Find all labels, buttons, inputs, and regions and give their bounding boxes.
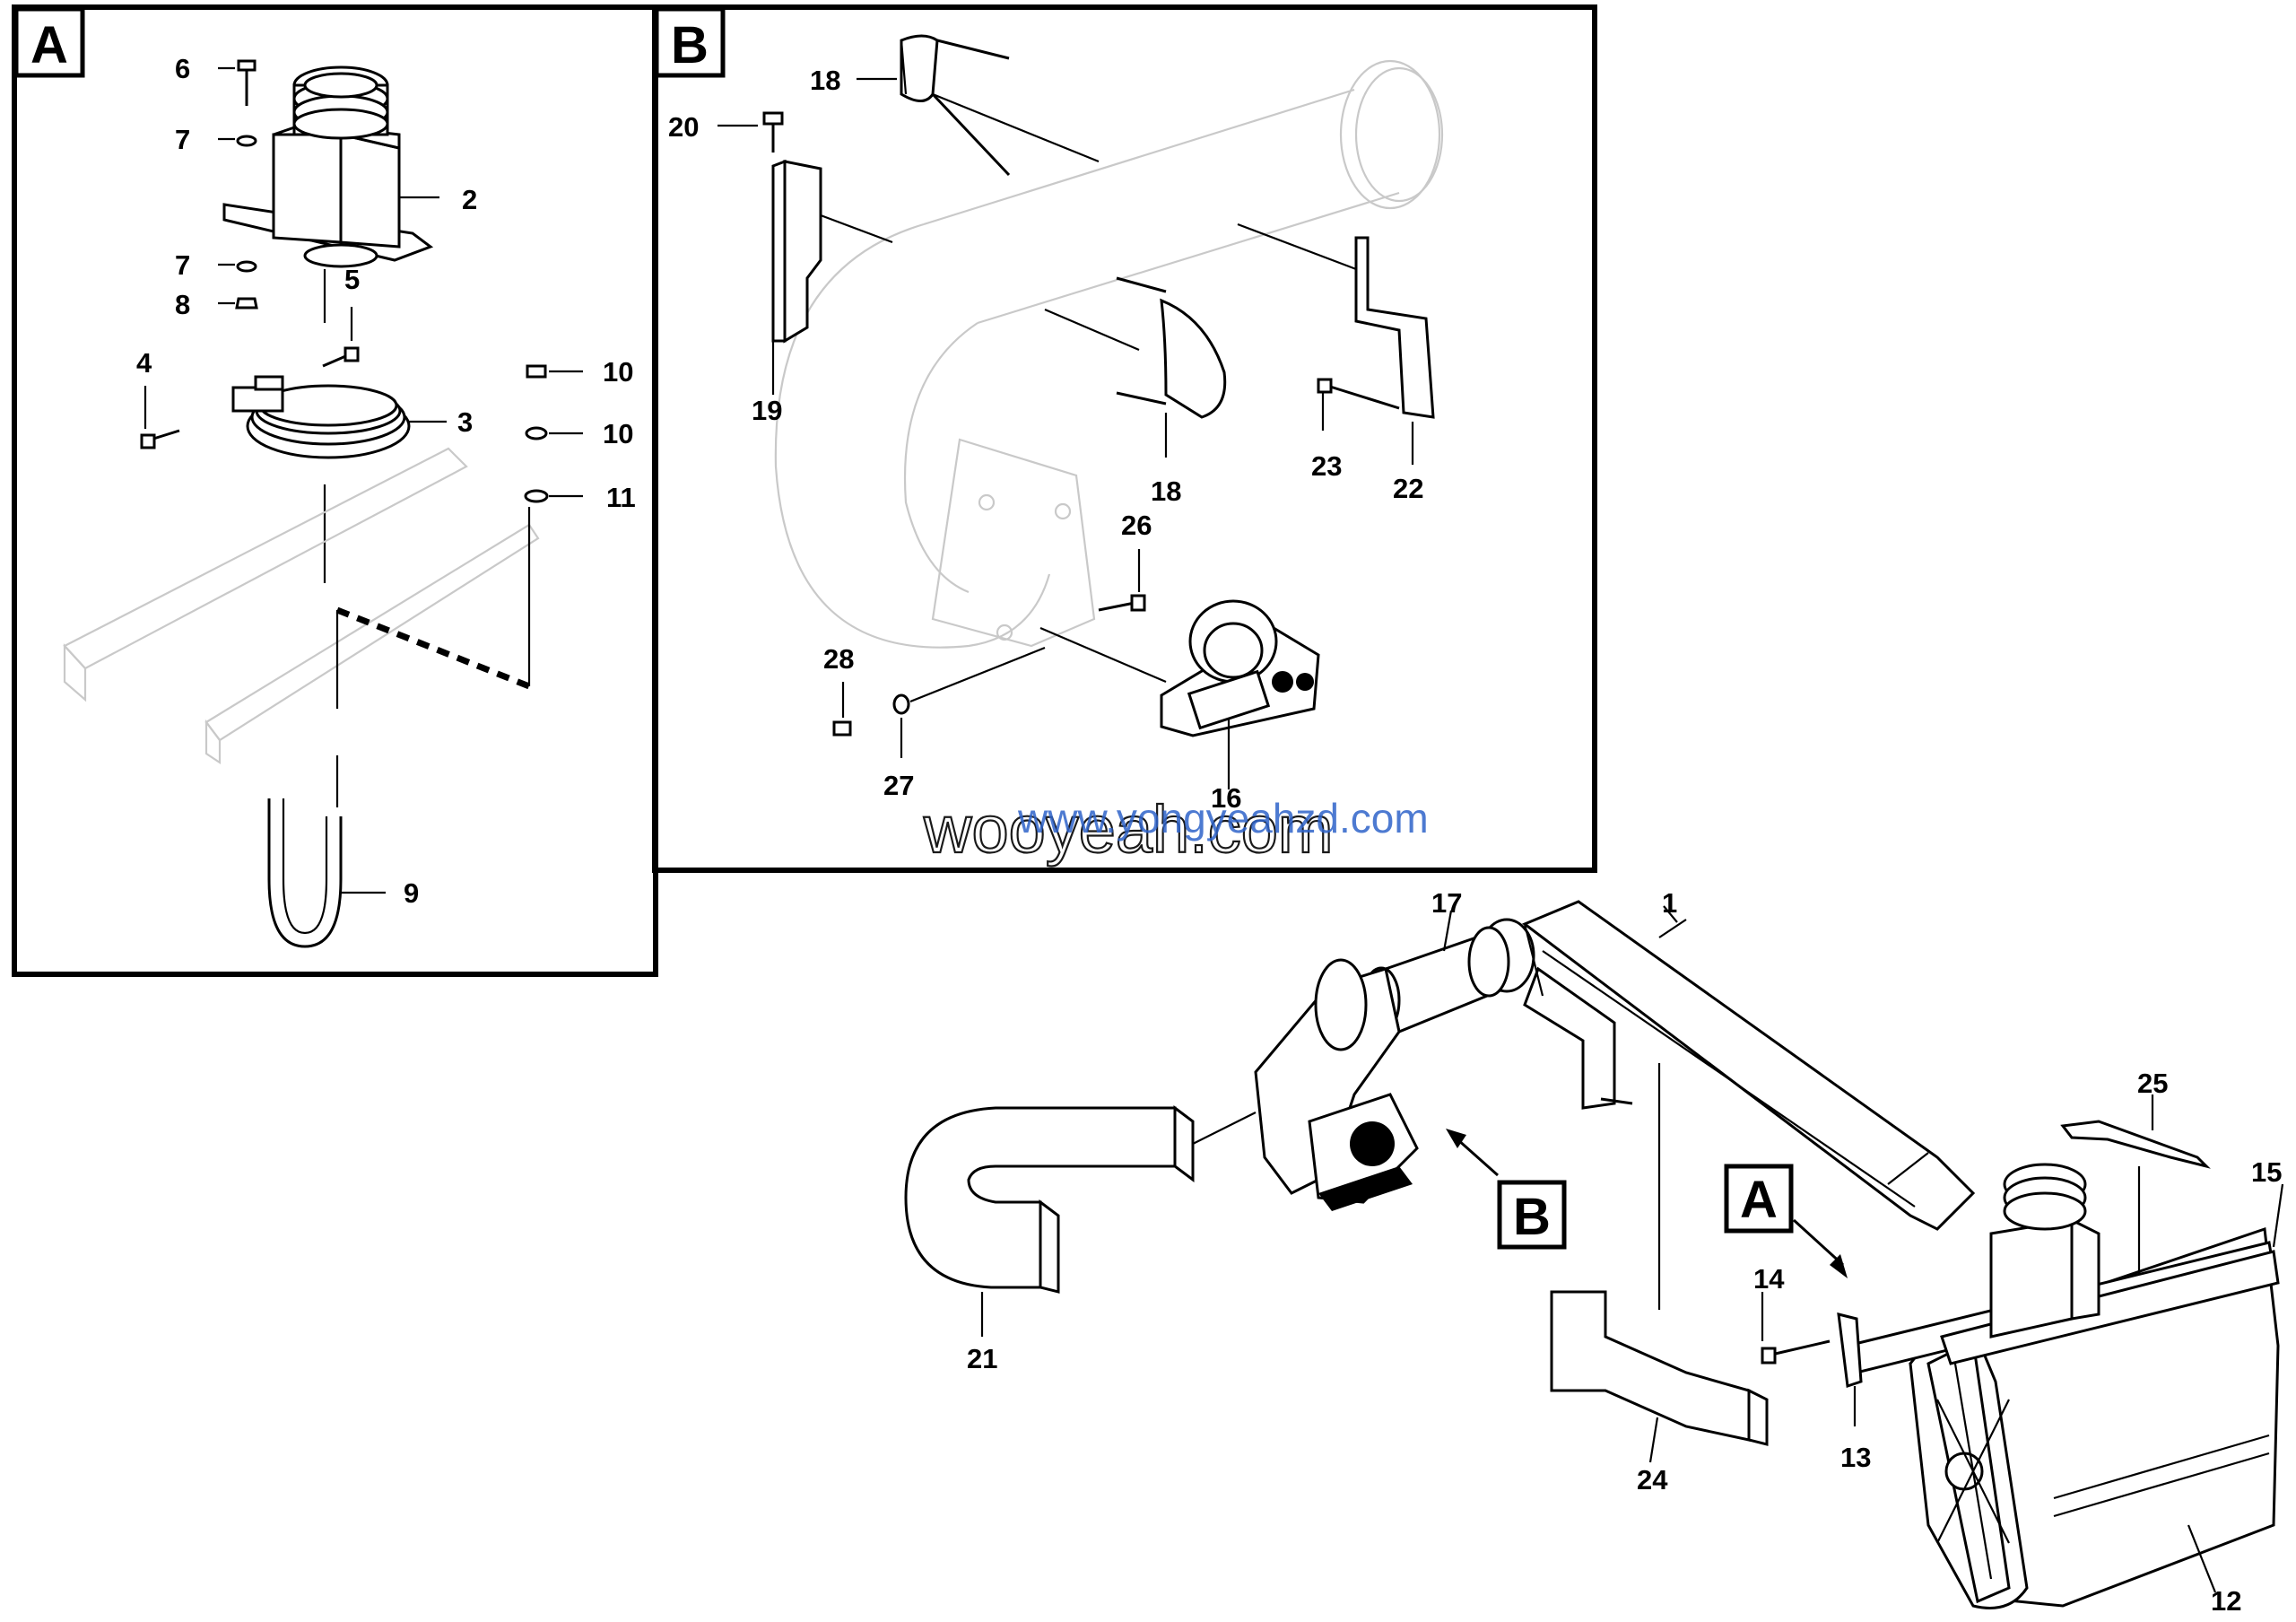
strap-18-lower [1044, 276, 1227, 458]
callout-3: 3 [457, 406, 473, 438]
washer-7a [236, 135, 257, 147]
callout-25: 25 [2137, 1068, 2168, 1099]
callout-27: 27 [883, 770, 914, 801]
nut-8 [218, 297, 258, 310]
callout-12: 12 [2211, 1585, 2241, 1617]
duct-21 [904, 1105, 1257, 1337]
view-ref-b: B [1446, 1129, 1567, 1250]
callout-7a: 7 [175, 124, 190, 155]
detail-panel-a: A [12, 4, 658, 977]
callout-9: 9 [404, 877, 419, 909]
callout-11: 11 [606, 482, 636, 513]
washer-7b [236, 260, 257, 273]
callout-15: 15 [2251, 1156, 2282, 1188]
view-ref-b-letter: B [1513, 1188, 1551, 1246]
bracket-13 [1837, 1312, 1863, 1426]
bracket-22 [1237, 222, 1435, 465]
callout-1: 1 [1662, 887, 1677, 919]
bracket-19 [771, 159, 893, 395]
callout-16: 16 [1211, 782, 1241, 814]
callout-5: 5 [344, 264, 360, 295]
callout-24: 24 [1637, 1464, 1668, 1496]
panel-a-letter: A [30, 16, 68, 74]
main-assembly-view: A B 17 1 25 15 14 21 13 24 12 [904, 887, 2284, 1617]
callout-2: 2 [462, 184, 477, 215]
tube-bracket [1523, 966, 1616, 1110]
inlet-box-assembly [1989, 1163, 2100, 1339]
nut-10a [526, 364, 583, 379]
callout-6: 6 [175, 53, 190, 84]
callout-7b: 7 [175, 249, 190, 281]
strap-25 [2060, 1094, 2211, 1274]
intake-tube-1 [1522, 900, 1976, 1231]
intake-pipe-ghost [774, 59, 1444, 649]
callout-19: 19 [752, 395, 782, 426]
callout-20: 20 [668, 111, 699, 143]
valve-actuator-16 [1039, 599, 1320, 789]
washer-27 [892, 646, 1046, 758]
detail-panel-b: B [652, 4, 1597, 873]
panel-b-letter: B [671, 16, 709, 74]
bolt-20 [718, 111, 784, 153]
watermark-url: www.yongyeahzd.com [1017, 795, 1429, 842]
washer-11 [524, 489, 583, 503]
callout-4: 4 [136, 347, 152, 379]
callout-14: 14 [1753, 1263, 1785, 1295]
callout-18b: 18 [1151, 475, 1181, 507]
callout-10a: 10 [603, 356, 633, 388]
callout-8: 8 [175, 289, 190, 320]
watermark-outline: wooyeah.com [923, 792, 1334, 867]
nut-28 [832, 682, 852, 737]
callout-21: 21 [967, 1343, 997, 1374]
view-ref-a-letter: A [1740, 1171, 1778, 1229]
u-bolt-9 [267, 755, 386, 948]
elbow-assembly [1254, 958, 1419, 1211]
frame-rail-ghost [63, 447, 540, 765]
bolt-23 [1317, 378, 1400, 431]
bolt-26 [1098, 549, 1146, 612]
callout-13: 13 [1840, 1442, 1871, 1473]
view-ref-a: A [1724, 1164, 1848, 1278]
bolt-4 [140, 386, 180, 449]
bolt-5 [322, 307, 360, 368]
strap-18-upper [857, 34, 1100, 177]
clamp-ring-3 [231, 375, 447, 459]
callout-10b: 10 [603, 418, 633, 449]
callout-23: 23 [1311, 450, 1342, 482]
bolt-6 [218, 59, 257, 106]
callout-26: 26 [1121, 510, 1152, 541]
bolt-14 [1761, 1292, 1831, 1365]
inlet-box-2 [222, 65, 439, 268]
callout-17: 17 [1431, 887, 1462, 919]
duct-24 [1550, 1063, 1769, 1463]
nut-10b [525, 426, 583, 440]
callout-18a: 18 [810, 65, 840, 96]
callout-22: 22 [1393, 473, 1423, 504]
callout-28: 28 [823, 643, 854, 675]
